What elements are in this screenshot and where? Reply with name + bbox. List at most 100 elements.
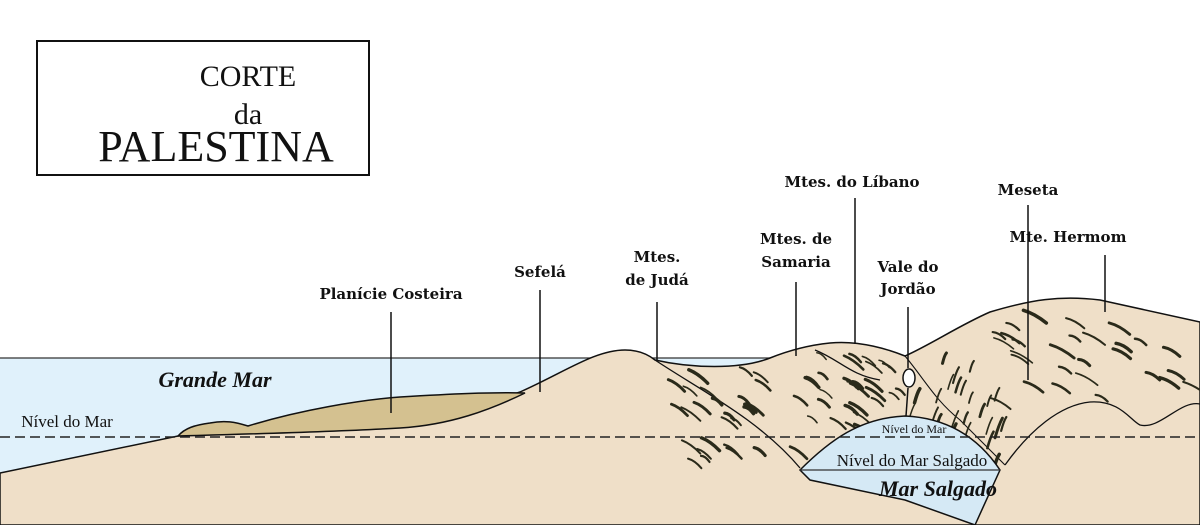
label-judah-2: de Judá <box>625 271 689 289</box>
hatch-stroke <box>848 401 869 417</box>
hatch-stroke <box>819 388 833 399</box>
hatch-stroke <box>954 376 963 394</box>
hatch-stroke <box>1074 372 1099 387</box>
label-lebanon: Mtes. do Líbano <box>784 173 919 191</box>
hatch-stroke <box>1057 365 1073 375</box>
hatch-stroke <box>1133 337 1148 347</box>
label-coastal-plain: Planície Costeira <box>319 285 462 303</box>
hatch-stroke <box>699 386 719 401</box>
hatch-stroke <box>1161 345 1182 358</box>
hatch-stroke <box>864 360 883 374</box>
label-judah-1: Mtes. <box>634 248 681 266</box>
hatch-stroke <box>720 416 739 430</box>
hatch-stroke <box>1011 338 1026 348</box>
hatch-stroke <box>863 377 884 393</box>
hatch-stroke <box>738 366 753 377</box>
hatch-stroke <box>1114 341 1133 354</box>
hatch-stroke <box>754 378 772 392</box>
hatch-stroke <box>1068 334 1082 343</box>
hatch-stroke <box>848 352 863 364</box>
hatch-stroke <box>912 386 922 405</box>
hatch-stroke <box>699 454 711 464</box>
hatch-stroke <box>682 385 698 397</box>
hatch-stroke <box>1107 321 1132 336</box>
hatch-stroke <box>699 436 722 453</box>
hatch-stroke <box>829 416 847 431</box>
label-sea-level-small: Nível do Mar <box>882 422 947 436</box>
label-great-sea: Grande Mar <box>158 367 272 392</box>
hatch-stroke <box>696 447 712 460</box>
hatch-stroke <box>1010 353 1030 365</box>
hatch-stroke <box>894 387 906 397</box>
hatch-stroke <box>842 354 865 371</box>
hatch-stroke <box>864 385 887 403</box>
hatch-stroke <box>993 337 1015 350</box>
hatch-stroke <box>816 397 831 409</box>
jordan-river-line <box>905 387 909 417</box>
label-jordan-1: Vale do <box>877 258 939 276</box>
hatch-stroke <box>851 379 865 391</box>
title-line-3: PALESTINA <box>98 122 334 171</box>
hatch-stroke <box>692 400 712 416</box>
hatch-stroke <box>962 411 970 425</box>
hermon-slope-line <box>1004 401 1200 466</box>
hatch-stroke <box>745 401 765 417</box>
label-dead-sea: Mar Salgado <box>878 476 997 501</box>
hatch-stroke <box>888 391 900 401</box>
hatch-stroke <box>1166 368 1186 381</box>
hatch-stroke <box>978 402 986 419</box>
jordan-east-line <box>904 355 1006 466</box>
label-samaria-1: Mtes. de <box>760 230 832 248</box>
hatch-stroke <box>991 330 1007 341</box>
hatch-stroke <box>968 359 975 373</box>
hatch-stroke <box>989 397 1012 411</box>
hatch-stroke <box>1182 380 1200 392</box>
hatch-stroke <box>1000 415 1008 432</box>
hatch-stroke <box>959 379 967 396</box>
hatch-stroke <box>687 457 703 470</box>
hatch-stroke <box>1094 393 1109 403</box>
label-jordan-2: Jordão <box>878 280 935 298</box>
hatch-stroke <box>941 351 948 365</box>
label-sea-level: Nível do Mar <box>21 412 113 431</box>
label-plateau: Meseta <box>998 181 1059 199</box>
judah-slope-line <box>654 359 801 469</box>
hatch-stroke <box>680 406 702 422</box>
title-line-1: CORTE <box>200 60 297 93</box>
title-line-2: da <box>234 98 262 131</box>
hatch-stroke <box>788 445 809 461</box>
hatch-stroke <box>935 387 943 404</box>
hatch-stroke <box>947 373 955 390</box>
hatch-stroke <box>1022 380 1045 394</box>
hatch-stroke <box>1111 347 1133 361</box>
hatch-stroke <box>680 439 702 455</box>
hatch-stroke <box>752 446 767 458</box>
hatch-stroke <box>803 375 821 390</box>
hatch-stroke <box>816 352 827 361</box>
hatch-stroke <box>881 362 897 374</box>
hatch-stroke <box>986 394 993 407</box>
hatch-stroke <box>752 371 769 384</box>
hatch-stroke <box>870 396 885 408</box>
leader-lines <box>390 198 1106 417</box>
hatch-stroke <box>985 416 994 435</box>
hatch-stroke <box>670 402 689 418</box>
hatch-stroke <box>848 381 870 398</box>
hatch-stroke <box>843 403 860 416</box>
hatch-stroke <box>861 355 877 367</box>
hatch-stroke <box>951 366 961 385</box>
hatch-stroke <box>792 394 809 407</box>
label-hermon: Mte. Hermom <box>1010 228 1127 246</box>
hatch-stroke <box>817 371 829 381</box>
hatch-stroke <box>723 411 736 422</box>
hatch-stroke <box>743 402 758 414</box>
label-samaria-2: Samaria <box>761 253 831 271</box>
samaria-ridge-line <box>814 349 881 381</box>
hatch-stroke <box>1051 382 1072 395</box>
hatch-stroke <box>1005 321 1021 332</box>
hatch-stroke <box>725 446 743 460</box>
title-box <box>36 40 370 176</box>
label-dead-sea-level: Nível do Mar Salgado <box>837 451 988 470</box>
hatch-stroke <box>806 415 818 424</box>
